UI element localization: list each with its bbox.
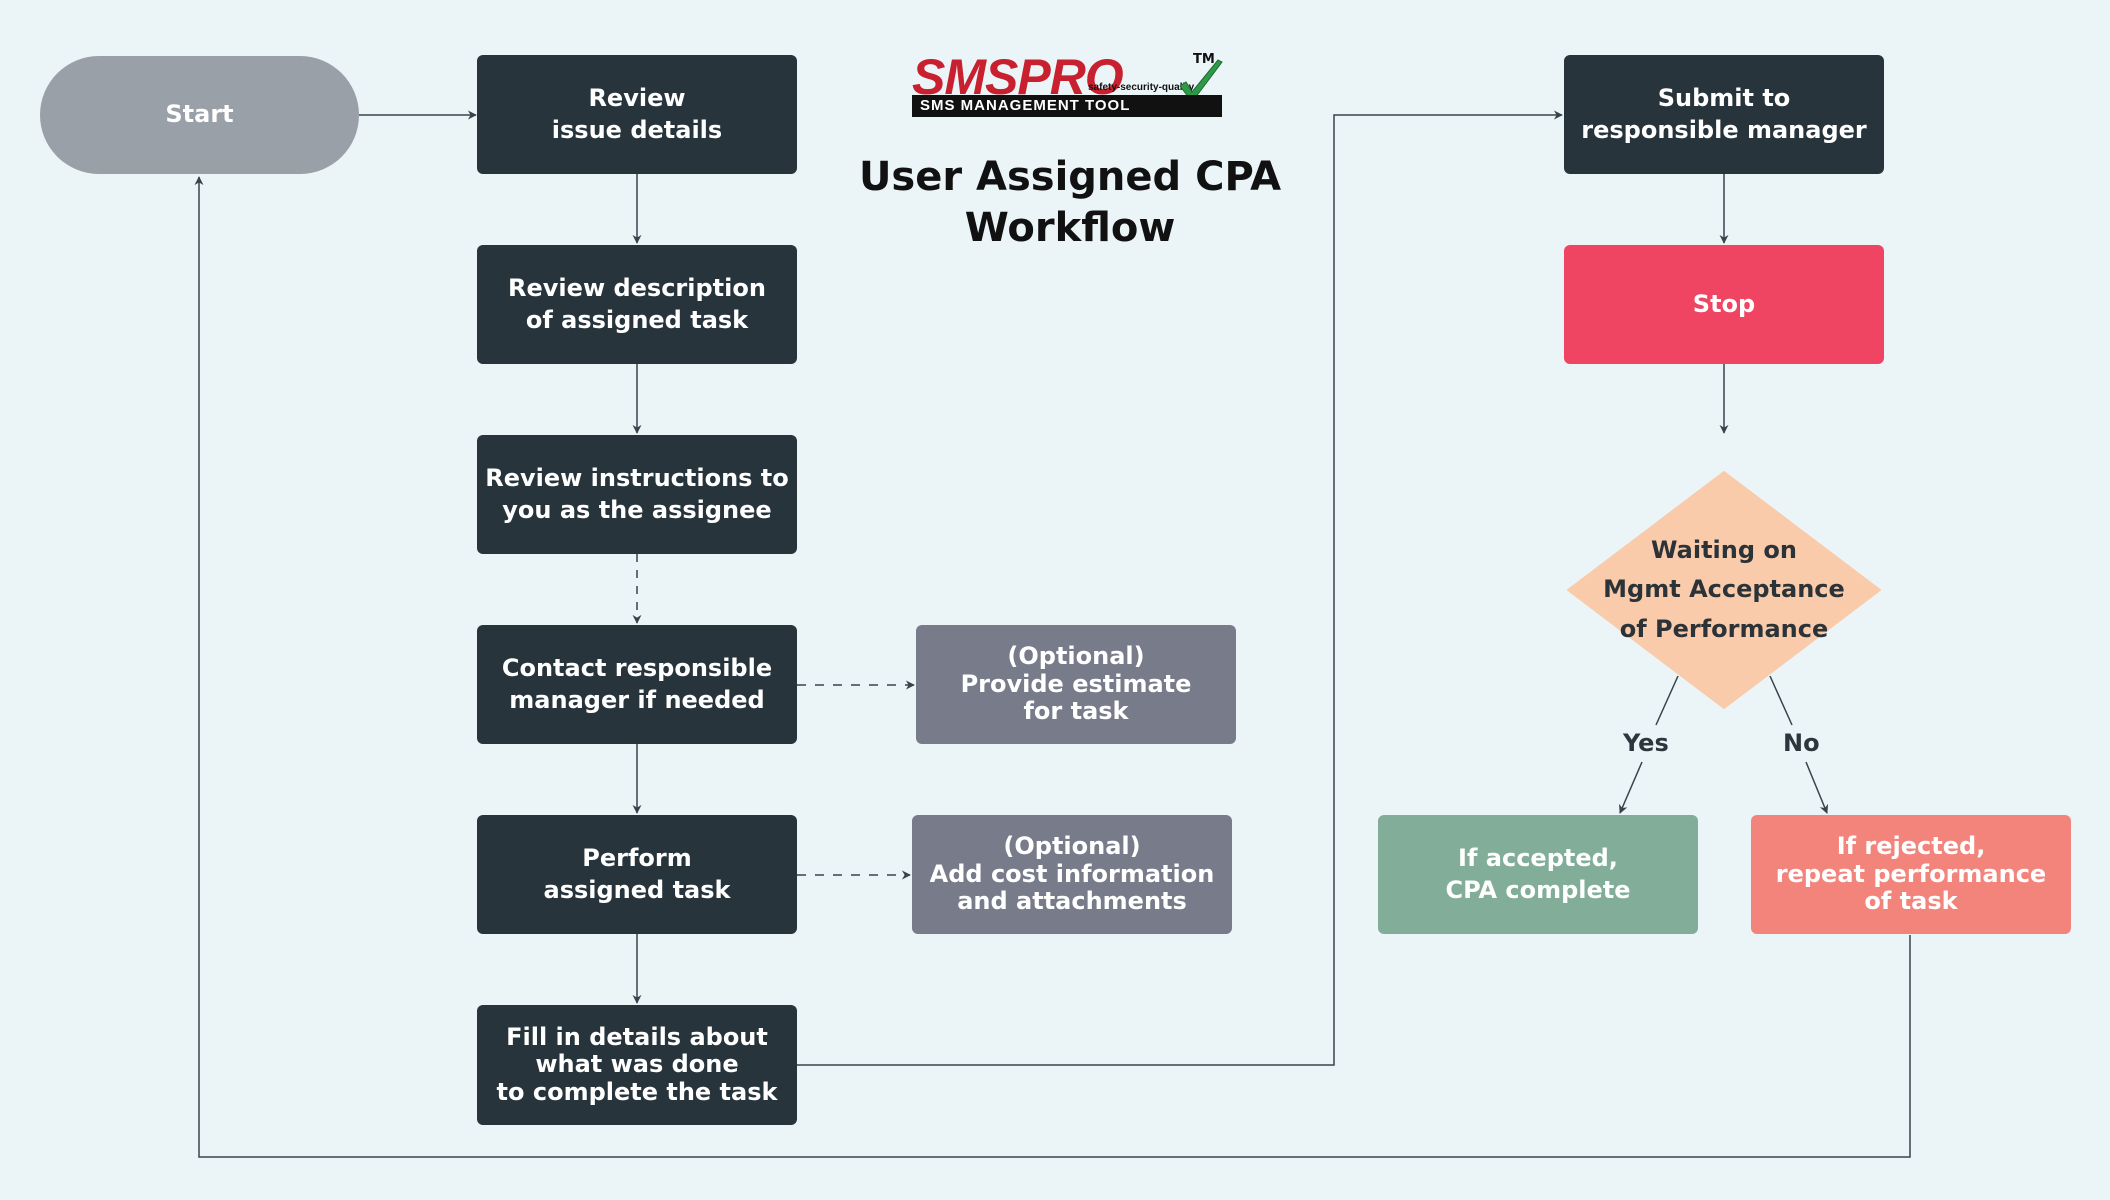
provide-estimate-line-2: Provide estimate: [960, 669, 1192, 698]
contact-manager-line-2: manager if needed: [509, 685, 765, 714]
review-instructions-node: Review instructions to you as the assign…: [477, 435, 797, 554]
add-cost-line-2: Add cost information: [929, 859, 1215, 888]
edge-waiting-no-bottom: [1805, 761, 1829, 814]
waiting-line-1: Waiting on: [1651, 535, 1797, 564]
contact-manager-node: Contact responsible manager if needed: [477, 625, 797, 744]
contact-manager-line-1: Contact responsible: [501, 654, 773, 683]
review-instructions-line-2: you as the assignee: [502, 495, 772, 524]
yes-label: Yes: [1623, 729, 1669, 757]
review-issue-line-2: issue details: [551, 115, 723, 144]
review-description-node: Review description of assigned task: [477, 245, 797, 364]
start-label: Start: [165, 100, 234, 129]
waiting-line-2: Mgmt Acceptance: [1603, 575, 1845, 604]
waiting-decision-node: Waiting on Mgmt Acceptance of Performanc…: [1566, 470, 1882, 710]
review-description-line-2: of assigned task: [525, 305, 749, 334]
start-node: Start: [40, 56, 359, 174]
fill-details-line-2: what was done: [535, 1050, 739, 1079]
review-issue-node: Review issue details: [477, 55, 797, 174]
add-cost-line-3: and attachments: [957, 887, 1187, 916]
accepted-line-2: CPA complete: [1445, 875, 1631, 904]
fill-details-node: Fill in details about what was done to c…: [477, 1005, 797, 1125]
rejected-line-2: repeat performance: [1775, 859, 2047, 888]
review-description-line-1: Review description: [508, 274, 766, 303]
diagram-title: User Assigned CPA Workflow: [850, 152, 1290, 254]
provide-estimate-node: (Optional) Provide estimate for task: [916, 625, 1236, 744]
logo-tagline: safety-security-quality: [1088, 82, 1195, 93]
accepted-node: If accepted, CPA complete: [1378, 815, 1698, 934]
rejected-line-3: of task: [1864, 887, 1958, 916]
accepted-line-1: If accepted,: [1458, 844, 1618, 873]
edge-fill-to-submit: [797, 110, 1563, 1066]
stop-label: Stop: [1692, 289, 1756, 318]
no-label: No: [1783, 729, 1820, 757]
rejected-line-1: If rejected,: [1836, 832, 1986, 861]
smspro-logo: SMSPRO TM safety-security-quality SMS MA…: [910, 49, 1230, 120]
fill-details-line-3: to complete the task: [496, 1077, 778, 1106]
review-issue-line-1: Review: [588, 84, 686, 113]
edge-rejected-to-start: [194, 176, 1911, 1158]
review-instructions-line-1: Review instructions to: [485, 464, 789, 493]
submit-manager-node: Submit to responsible manager: [1564, 55, 1884, 174]
perform-task-line-2: assigned task: [543, 875, 731, 904]
submit-manager-line-2: responsible manager: [1581, 115, 1867, 144]
waiting-line-3: of Performance: [1619, 614, 1829, 643]
perform-task-node: Perform assigned task: [477, 815, 797, 934]
logo-trademark: TM: [1193, 52, 1215, 67]
diagram-title-line-1: User Assigned CPA: [858, 154, 1282, 200]
add-cost-line-1: (Optional): [1003, 832, 1141, 861]
edge-waiting-yes-top: [1655, 675, 1679, 726]
edge-waiting-no-top: [1769, 675, 1793, 726]
decision-diamond-shape: [1567, 471, 1881, 709]
perform-task-line-1: Perform: [582, 844, 692, 873]
fill-details-line-1: Fill in details about: [506, 1022, 768, 1051]
waiting-text: Waiting on Mgmt Acceptance of Performanc…: [1566, 470, 1882, 710]
add-cost-node: (Optional) Add cost information and atta…: [912, 815, 1232, 934]
diagram-title-line-2: Workflow: [964, 205, 1176, 252]
provide-estimate-line-3: for task: [1023, 697, 1129, 726]
provide-estimate-line-1: (Optional): [1007, 642, 1145, 671]
stop-node: Stop: [1564, 245, 1884, 364]
logo-subtitle: SMS MANAGEMENT TOOL: [912, 95, 1222, 117]
submit-manager-line-1: Submit to: [1657, 84, 1791, 113]
edge-waiting-yes-bottom: [1619, 761, 1643, 814]
rejected-node: If rejected, repeat performance of task: [1751, 815, 2071, 934]
